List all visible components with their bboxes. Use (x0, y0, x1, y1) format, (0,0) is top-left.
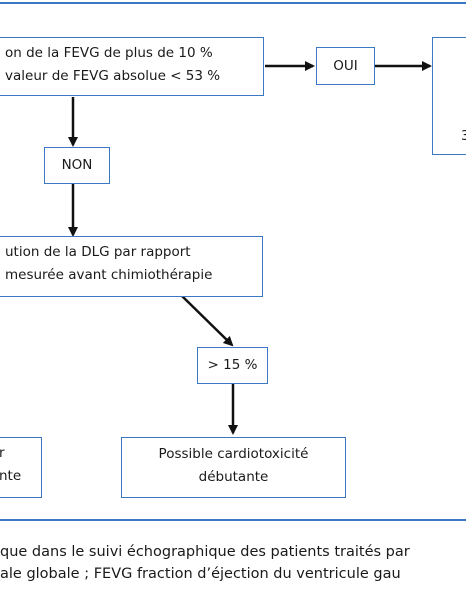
caption-line1: que dans le suivi échographique des pati… (0, 544, 410, 560)
box-result-line1: Possible cardiotoxicité (158, 446, 309, 462)
box-fevg-line2: valeur de FEVG absolue < 53 % (5, 68, 221, 84)
box-fevg-criterion: on de la FEVG de plus de 10 % valeur de … (0, 37, 264, 96)
figure-caption: que dans le suivi échographique des pati… (0, 541, 466, 585)
label-oui: OUI (316, 47, 375, 85)
box-left-line1: r (0, 445, 5, 461)
box-dlg-line1: ution de la DLG par rapport (5, 244, 191, 260)
box-right-truncated: 3 (432, 37, 466, 155)
box-left-line2: nte (0, 468, 22, 484)
flow-arrows (68, 61, 432, 435)
box-left-truncated: r nte (0, 437, 42, 498)
caption-separator-rule (0, 519, 466, 521)
box-possible-cardiotoxicity: Possible cardiotoxicité débutante (121, 437, 346, 498)
caption-line2: ale globale ; FEVG fraction d’éjection d… (0, 566, 401, 582)
box-right-glyph: 3 (461, 128, 466, 144)
box-dlg-criterion: ution de la DLG par rapport mesurée avan… (0, 236, 263, 297)
box-dlg-line2: mesurée avant chimiothérapie (5, 267, 213, 283)
label-non: NON (44, 147, 110, 184)
label-threshold: > 15 % (197, 347, 268, 384)
arrow-dlg-to-threshold (181, 295, 234, 347)
box-result-line2: débutante (198, 469, 269, 485)
top-border-rule (0, 2, 466, 4)
box-fevg-line1: on de la FEVG de plus de 10 % (5, 45, 213, 61)
